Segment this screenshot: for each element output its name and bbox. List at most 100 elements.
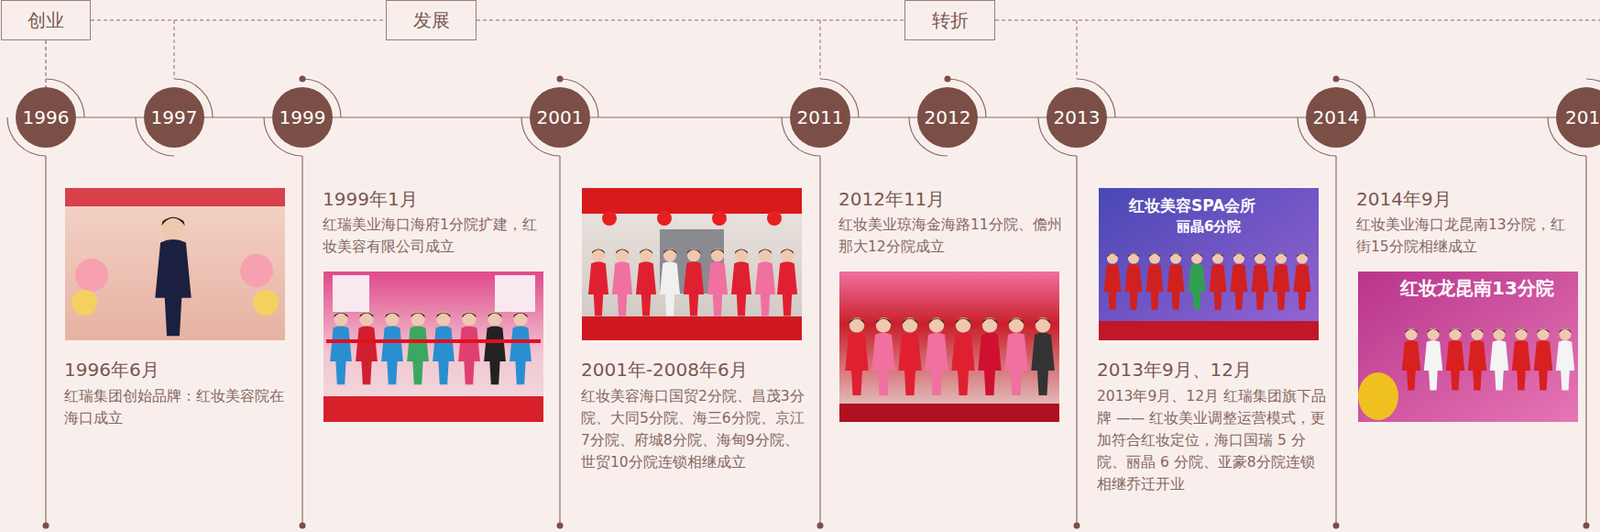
ring-dots (299, 76, 1340, 83)
person (406, 311, 429, 384)
person (355, 311, 378, 384)
year-circle: 2012 (917, 87, 978, 148)
lion-dance (1358, 372, 1399, 420)
dot (1333, 76, 1340, 83)
dot (1073, 522, 1081, 529)
ring (7, 78, 85, 156)
person (731, 248, 752, 316)
event-text: 红妆美业琼海金海路11分院、儋州那大12分院成立 (838, 213, 1064, 258)
person (1556, 328, 1575, 391)
dot (557, 76, 564, 83)
flowers (75, 258, 109, 292)
drop-line (1075, 155, 1077, 526)
person (1402, 328, 1421, 391)
photo-sign: 红妆龙昆南13分院 (1400, 276, 1555, 299)
timeline-line (850, 116, 918, 118)
carpet (1098, 320, 1319, 340)
year-text: 1996 (22, 106, 70, 129)
date-heading: 2013年9月、12月 (1096, 357, 1252, 382)
person (1424, 328, 1443, 391)
person (659, 248, 680, 316)
person (1030, 317, 1055, 395)
sign (332, 274, 370, 312)
dot (557, 522, 564, 529)
timeline-line (76, 116, 144, 118)
dashed-drop (820, 20, 822, 79)
dot (1583, 522, 1590, 529)
photo-ground (1098, 187, 1319, 340)
ring (1297, 78, 1375, 156)
person (1209, 252, 1228, 310)
phase-box: 创业 (0, 0, 91, 41)
person (1293, 252, 1312, 310)
dot (1333, 522, 1340, 529)
person (1004, 317, 1029, 395)
photo-ground (323, 271, 544, 422)
dot (299, 76, 307, 83)
banner (65, 187, 285, 207)
person (1490, 328, 1509, 391)
person (1512, 328, 1531, 391)
rings (7, 78, 1600, 156)
person (977, 317, 1002, 395)
dot (43, 522, 50, 529)
person (588, 248, 609, 316)
person (1104, 252, 1122, 310)
lantern (657, 210, 672, 226)
person (1251, 252, 1270, 310)
photo (581, 187, 802, 340)
sign (494, 274, 536, 312)
ring (1547, 78, 1600, 156)
dashed-line (90, 20, 386, 22)
person (1446, 328, 1465, 391)
ring (521, 78, 599, 156)
dashed-drop (174, 20, 176, 79)
drop-line (819, 155, 821, 526)
person (755, 248, 776, 316)
phase-text: 发展 (413, 8, 450, 33)
photo (323, 271, 544, 422)
event-text: 红妆美容海口国贸2分院、昌茂3分院、大同5分院、海三6分院、京江7分院、府城8分… (580, 384, 807, 473)
year-text: 2014 (1313, 106, 1360, 129)
person (1188, 252, 1206, 310)
phase-box: 发展 (385, 0, 477, 41)
ring (909, 78, 987, 156)
dashed-connector (44, 40, 46, 88)
drop-dots (43, 522, 1590, 529)
photo-ground (65, 187, 285, 340)
phase-line (90, 20, 1600, 79)
ring (1038, 78, 1116, 156)
photo (839, 271, 1060, 422)
year-text: 2011 (797, 106, 844, 129)
dashed-line (995, 20, 1600, 22)
person (1167, 252, 1185, 310)
person (871, 317, 896, 395)
drop-line (1585, 155, 1587, 526)
person (635, 248, 657, 316)
person (1146, 252, 1164, 310)
year-circle: 201 (1556, 87, 1600, 148)
timeline-line (977, 116, 1047, 118)
photo-ground (839, 271, 1060, 422)
year-text: 2012 (924, 106, 972, 129)
event-text: 2013年9月、12月 红瑞集团旗下品牌 —— 红妆美业调整运营模式，更加符合红… (1096, 384, 1328, 495)
photo (65, 187, 285, 340)
year-text: 201 (1565, 106, 1600, 129)
date-heading: 2014年9月 (1356, 186, 1452, 211)
person (483, 311, 506, 384)
dashed-line (476, 20, 905, 22)
year-text: 1999 (279, 106, 327, 129)
person (381, 311, 404, 384)
timeline-line (1106, 116, 1306, 118)
dot (944, 76, 952, 83)
timeline-line (332, 116, 530, 118)
person (683, 248, 704, 316)
phase-text: 转折 (931, 8, 969, 33)
person (951, 317, 976, 395)
date-heading: 1999年1月 (322, 186, 418, 211)
photo-ground (581, 187, 802, 340)
